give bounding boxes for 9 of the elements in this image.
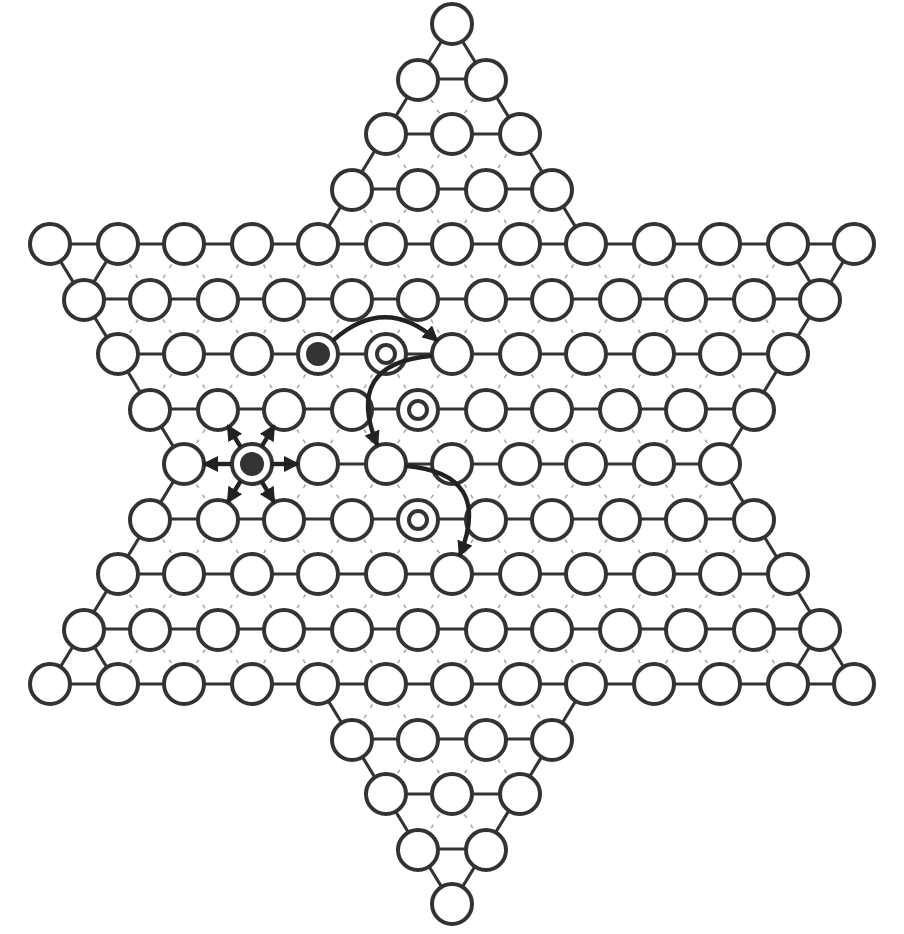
arrow [259,424,276,449]
arrow [331,315,439,343]
arrow [259,479,276,504]
arrow [404,463,472,558]
arrow [202,456,231,472]
arrow [226,424,243,449]
arrow [365,353,433,448]
arrow [271,456,300,472]
arrow [226,479,243,504]
